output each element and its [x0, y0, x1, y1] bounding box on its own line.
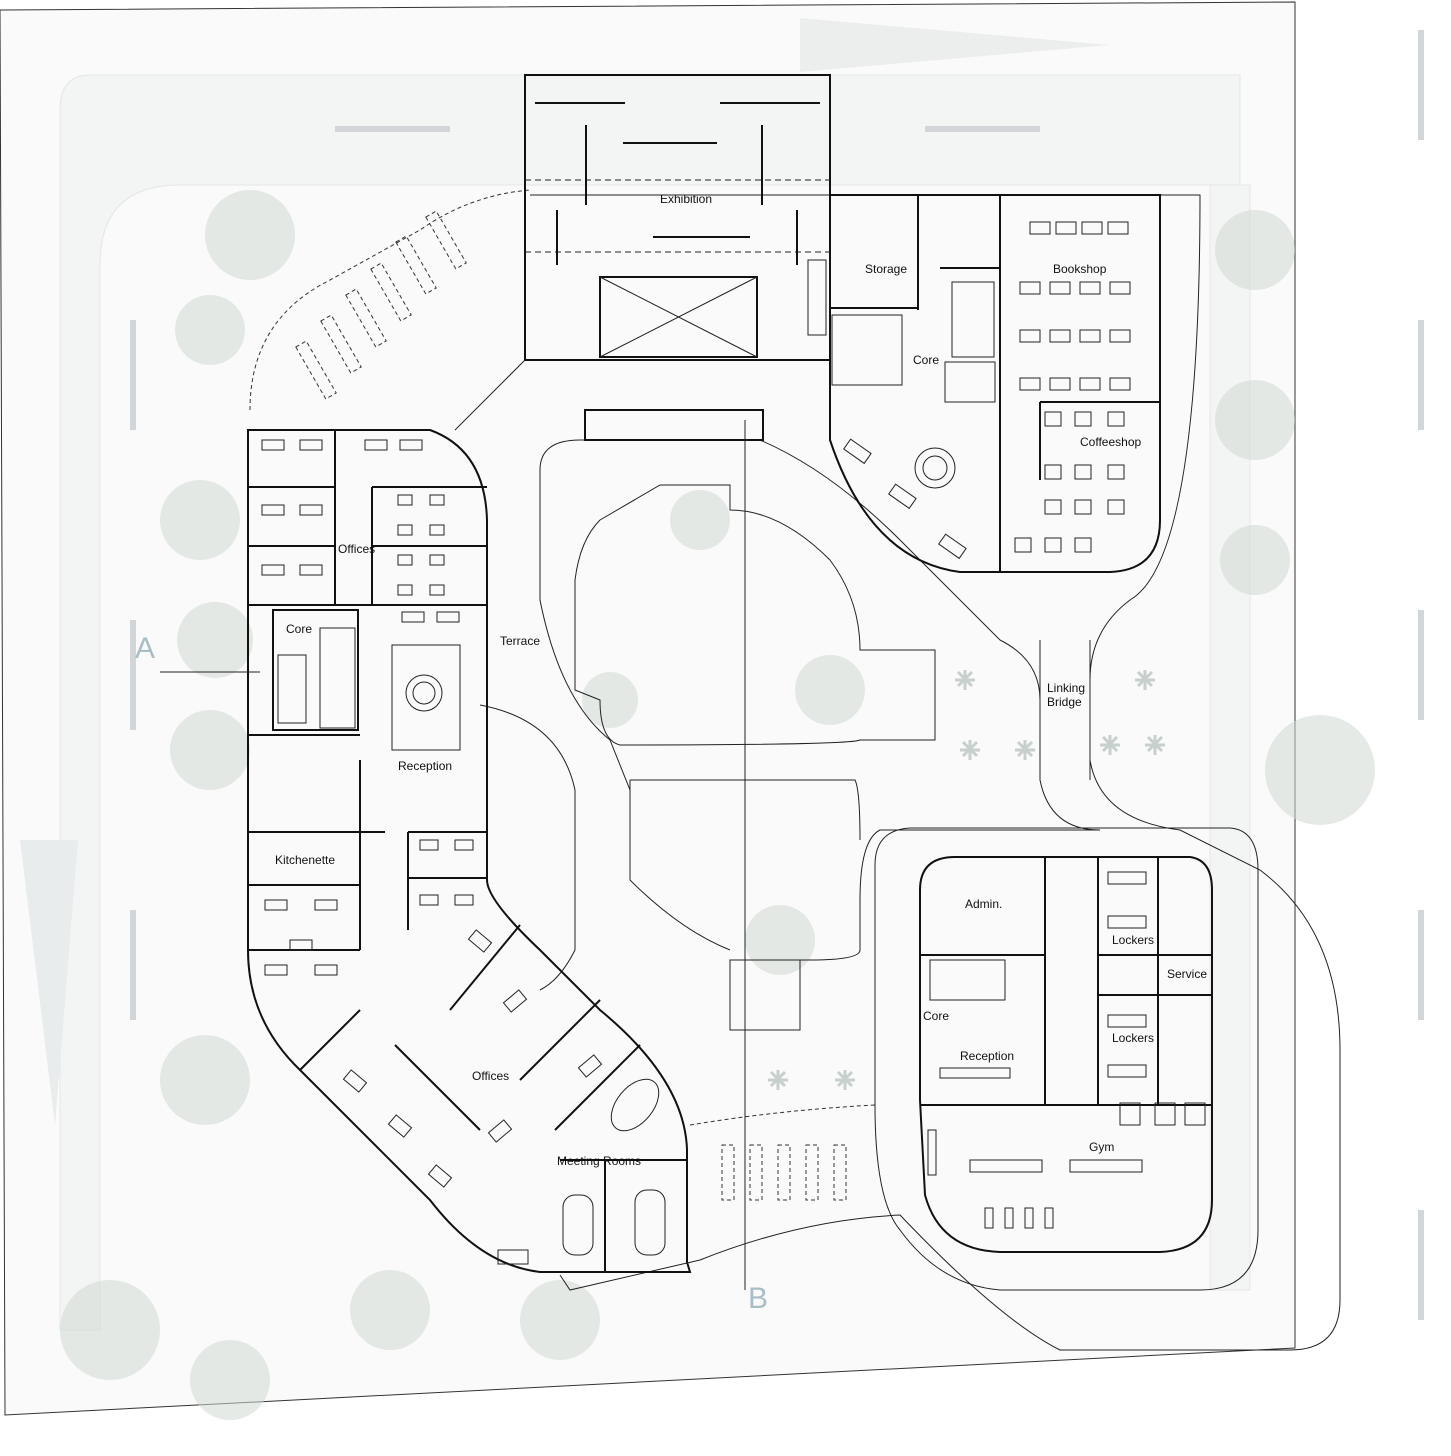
label-offices-south: Offices — [472, 1069, 509, 1083]
road-north — [59, 74, 1241, 1331]
podium-outline — [530, 194, 1341, 1351]
road-triangle-west — [20, 840, 78, 1125]
palms — [768, 670, 1165, 1090]
courtyard-inner — [574, 484, 936, 746]
label-coffeeshop: Coffeeshop — [1080, 435, 1141, 449]
exhibition-block — [454, 74, 831, 441]
courtyard-lower — [629, 779, 861, 951]
label-lockers-1: Lockers — [1112, 933, 1154, 947]
label-bridge: Bridge — [1047, 695, 1082, 709]
label-terrace: Terrace — [500, 634, 540, 648]
label-core-west: Core — [286, 622, 312, 636]
label-core-north: Core — [913, 353, 939, 367]
lane-mark — [130, 320, 136, 430]
label-reception-gym: Reception — [960, 1049, 1014, 1063]
label-service: Service — [1167, 967, 1207, 981]
lane-mark — [130, 620, 136, 730]
lane-mark — [1418, 1210, 1424, 1320]
bookshop-furniture — [843, 221, 1131, 560]
label-admin: Admin. — [965, 897, 1002, 911]
office-desks — [261, 439, 603, 1265]
label-linking: Linking — [1047, 681, 1085, 695]
north-east-block — [829, 194, 1161, 573]
label-offices-north: Offices — [338, 542, 375, 556]
road-east — [1209, 184, 1251, 1291]
label-kitchenette: Kitchenette — [275, 853, 335, 867]
label-exhibition: Exhibition — [660, 192, 712, 206]
linking-bridge — [1039, 640, 1091, 780]
west-office-building — [247, 429, 692, 1273]
lane-mark — [1418, 320, 1424, 430]
label-meeting-rooms: Meeting Rooms — [557, 1154, 641, 1168]
section-mark-a: A — [135, 632, 155, 665]
label-reception-main: Reception — [398, 759, 452, 773]
road-triangle — [800, 18, 1110, 72]
label-core-south: Core — [923, 1009, 949, 1023]
lane-mark — [1418, 610, 1424, 720]
parking — [249, 189, 876, 1201]
section-mark-b: B — [748, 1282, 768, 1315]
terrace-edge — [479, 470, 631, 991]
site-boundary — [0, 1, 1296, 1416]
gym-building — [874, 827, 1259, 1291]
label-storage: Storage — [865, 262, 907, 276]
trees — [60, 190, 1375, 1420]
lane-mark — [1418, 30, 1424, 140]
lane-mark — [1418, 910, 1424, 1020]
label-lockers-2: Lockers — [1112, 1031, 1154, 1045]
label-bookshop: Bookshop — [1053, 262, 1107, 276]
lane-mark — [925, 126, 1040, 132]
lane-mark — [130, 910, 136, 1020]
label-gym: Gym — [1089, 1140, 1114, 1154]
lane-mark — [335, 126, 450, 132]
